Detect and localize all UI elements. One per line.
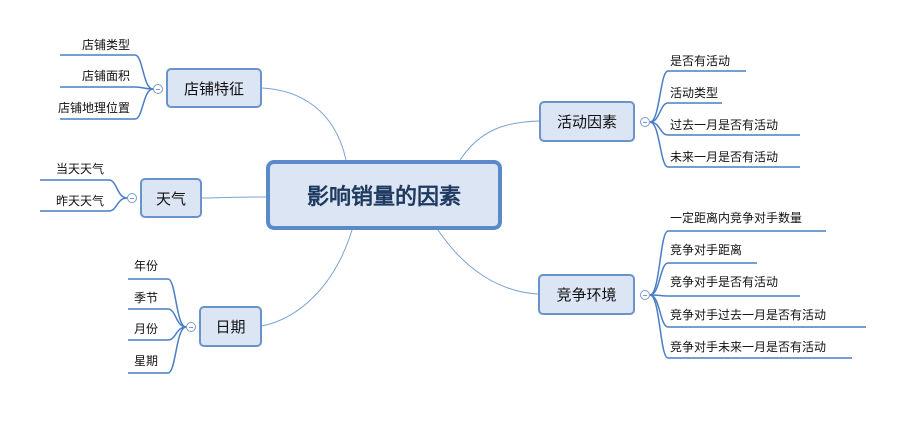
underline-competition-2 (649, 294, 800, 297)
topic-weather[interactable]: 天气 (140, 178, 202, 218)
topic-date[interactable]: 日期 (199, 306, 262, 347)
underline-date-3 (128, 326, 187, 374)
collapse-minus-icon[interactable] (186, 322, 196, 332)
collapse-minus-icon[interactable] (153, 84, 163, 94)
underline-store-2 (60, 88, 154, 120)
leaf-competitor-count[interactable]: 一定距离内竞争对手数量 (670, 211, 803, 225)
topic-activity-factors[interactable]: 活动因素 (539, 101, 635, 142)
leaf-store-type[interactable]: 店铺类型 (81, 38, 130, 52)
underline-date-0 (128, 278, 187, 328)
leaf-weather-yesterday[interactable]: 昨天天气 (55, 194, 104, 208)
leaf-competitor-next-month[interactable]: 竞争对手未来一月是否有活动 (670, 340, 827, 354)
underline-date-1 (128, 308, 187, 328)
leaf-activity-next-month[interactable]: 未来一月是否有活动 (670, 150, 779, 164)
underline-activity-0 (649, 70, 746, 123)
leaf-month[interactable]: 月份 (133, 322, 158, 336)
leaf-year[interactable]: 年份 (133, 259, 158, 273)
underline-weather-1 (40, 197, 128, 212)
leaf-weather-today[interactable]: 当天天气 (55, 162, 104, 176)
leaf-activity-type[interactable]: 活动类型 (670, 86, 719, 100)
leaf-competitor-past-month[interactable]: 竞争对手过去一月是否有活动 (670, 308, 827, 322)
leaf-competitor-activity[interactable]: 竞争对手是否有活动 (670, 275, 779, 289)
leaf-season[interactable]: 季节 (133, 291, 158, 305)
underline-weather-0 (40, 179, 128, 199)
connector-central-activity (459, 120, 540, 161)
underline-competition-0 (649, 230, 826, 296)
topic-store-features[interactable]: 店铺特征 (166, 68, 262, 108)
underline-competition-4 (649, 294, 852, 359)
collapse-minus-icon[interactable] (127, 193, 137, 203)
collapse-minus-icon[interactable] (640, 117, 650, 127)
central-topic[interactable]: 影响销量的因素 (266, 160, 502, 230)
leaf-store-location[interactable]: 店铺地理位置 (57, 101, 130, 115)
underline-store-0 (60, 54, 154, 90)
underline-activity-1 (649, 102, 722, 123)
leaf-competitor-distance[interactable]: 竞争对手距离 (670, 243, 743, 257)
connector-central-date (261, 229, 353, 327)
underline-store-1 (60, 86, 154, 90)
leaf-has-activity[interactable]: 是否有活动 (670, 54, 731, 68)
connector-central-weather (201, 196, 267, 199)
underline-competition-1 (649, 262, 757, 296)
connector-central-store (261, 87, 347, 161)
leaf-weekday[interactable]: 星期 (133, 354, 158, 368)
topic-competition[interactable]: 竞争环境 (538, 274, 635, 315)
collapse-minus-icon[interactable] (640, 290, 650, 300)
underline-activity-3 (649, 121, 800, 168)
connector-central-competition (437, 229, 539, 295)
leaf-activity-past-month[interactable]: 过去一月是否有活动 (670, 118, 779, 132)
leaf-store-area[interactable]: 店铺面积 (81, 69, 130, 83)
